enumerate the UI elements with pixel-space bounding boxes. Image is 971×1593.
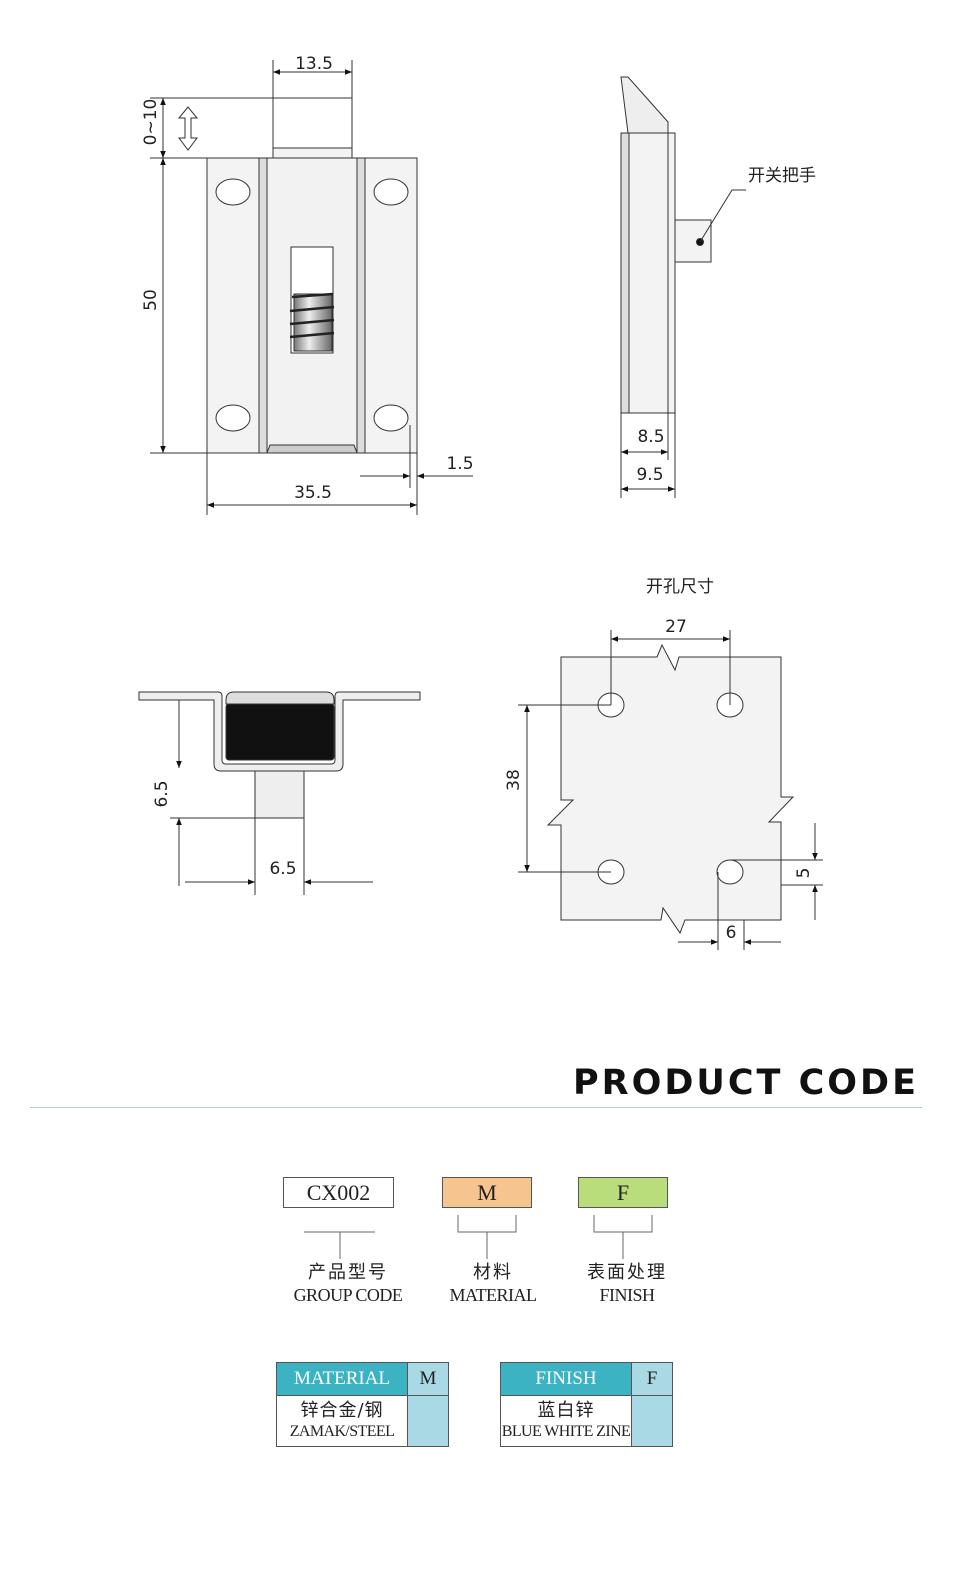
dim-hole-spacing-x: 27 [665, 617, 687, 637]
dim-height: 50 [141, 289, 161, 311]
dim-section-vertical: 6.5 [152, 780, 172, 807]
material-table: MATERIAL M 锌合金/钢 ZAMAK/STEEL [276, 1362, 449, 1447]
cutout-title: 开孔尺寸 [646, 577, 714, 597]
dim-bolt-width: 13.5 [295, 54, 333, 74]
dim-travel: 0~10 [141, 99, 161, 146]
travel-arrow-icon [177, 106, 199, 151]
finish-label: 表面处理 FINISH [557, 1262, 697, 1306]
dim-depth-outer: 9.5 [636, 465, 663, 485]
dim-offset: 1.5 [446, 454, 473, 474]
label-cn: 材料 [473, 1262, 513, 1283]
material-label: 材料 MATERIAL [423, 1262, 563, 1306]
finish-table-key: F [631, 1362, 673, 1396]
cutout-view [518, 630, 823, 950]
value-cn: 蓝白锌 [537, 1400, 595, 1421]
dim-edge-x: 6 [726, 923, 737, 943]
material-table-header: MATERIAL [276, 1362, 408, 1396]
finish-table: FINISH F 蓝白锌 BLUE WHITE ZINE [500, 1362, 673, 1447]
dim-section-horizontal: 6.5 [269, 859, 296, 879]
value-en: BLUE WHITE ZINE [501, 1423, 631, 1440]
front-view [150, 60, 473, 515]
material-table-key: M [407, 1362, 449, 1396]
side-view [620, 76, 746, 498]
dim-hole-spacing-y: 38 [504, 769, 524, 791]
handle-label: 开关把手 [748, 166, 816, 186]
material-option: 锌合金/钢 ZAMAK/STEEL [276, 1395, 408, 1447]
material-option-key [407, 1395, 449, 1447]
cutout-hole [716, 859, 744, 885]
leader-line [699, 189, 746, 243]
section-view [138, 691, 421, 895]
label-cn: 产品型号 [308, 1262, 388, 1283]
latch-body [225, 703, 335, 761]
group-code-box: CX002 [283, 1177, 394, 1208]
label-en: GROUP CODE [293, 1285, 403, 1305]
dim-edge-y: 5 [794, 868, 814, 879]
label-cn: 表面处理 [587, 1262, 667, 1283]
finish-code-box: F [578, 1177, 668, 1208]
mounting-hole [215, 178, 251, 206]
material-code-box: M [442, 1177, 532, 1208]
handle [674, 219, 712, 263]
stem [254, 770, 305, 819]
value-en: ZAMAK/STEEL [289, 1423, 395, 1440]
finish-option-key [631, 1395, 673, 1447]
product-code-title: PRODUCT CODE [573, 1063, 919, 1103]
mounting-hole [373, 178, 409, 206]
label-en: MATERIAL [449, 1285, 538, 1305]
divider [30, 1107, 922, 1108]
value-cn: 锌合金/钢 [300, 1400, 384, 1421]
technical-drawing: 13.5 0~10 50 35.5 1.5 开关把手 8.5 9.5 6.5 6 [138, 54, 823, 950]
finish-table-header: FINISH [500, 1362, 632, 1396]
mounting-hole [373, 404, 409, 432]
mounting-hole [215, 404, 251, 432]
finish-option: 蓝白锌 BLUE WHITE ZINE [500, 1395, 632, 1447]
label-en: FINISH [599, 1285, 655, 1305]
dim-width: 35.5 [294, 483, 332, 503]
dim-depth-inner: 8.5 [637, 427, 664, 447]
group-code-label: 产品型号 GROUP CODE [278, 1262, 418, 1306]
